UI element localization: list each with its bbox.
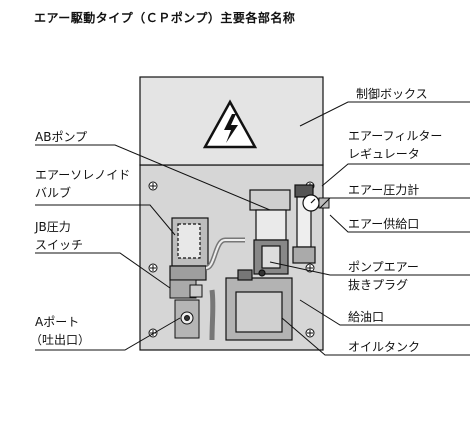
page-title: エアー駆動タイプ（ＣＰポンプ）主要各部名称 xyxy=(34,11,296,25)
piping xyxy=(205,237,245,341)
pump-air-vent-label-2: 抜きプラグ xyxy=(348,278,409,292)
air-filter-regulator-label-2: レギュレータ xyxy=(348,147,420,161)
port-a-label-1: Aポート xyxy=(35,315,80,329)
oil-tank-shape xyxy=(225,269,293,341)
oil-tank-label: オイルタンク xyxy=(348,340,421,354)
air-pressure-gauge-label: エアー圧力計 xyxy=(348,183,420,197)
jb-pressure-switch xyxy=(169,279,203,299)
pressure-gauge-icon xyxy=(302,194,320,212)
air-solenoid-label-1: エアーソレノイド xyxy=(35,168,131,182)
control-box-label: 制御ボックス xyxy=(356,87,428,101)
ab-pump xyxy=(249,189,291,275)
ab-pump-label: ABポンプ xyxy=(35,130,88,144)
high-voltage-warning-icon xyxy=(202,99,258,149)
jb-pressure-label-2: スイッチ xyxy=(35,238,84,252)
a-port xyxy=(174,299,200,339)
air-solenoid-valve xyxy=(169,217,209,281)
leader-lines xyxy=(35,101,470,356)
port-a-label-2: （吐出口） xyxy=(30,333,91,347)
jb-pressure-label-1: JB圧力 xyxy=(35,220,71,234)
control-box xyxy=(139,76,324,166)
pump-air-vent-label-1: ポンプエアー xyxy=(348,260,419,274)
oil-inlet-label: 給油口 xyxy=(348,310,385,324)
air-supply-inlet xyxy=(318,197,330,209)
air-solenoid-label-2: バルブ xyxy=(35,186,72,200)
air-filter-regulator-label-1: エアーフィルター xyxy=(348,129,443,143)
air-supply-port-label: エアー供給口 xyxy=(348,217,420,231)
